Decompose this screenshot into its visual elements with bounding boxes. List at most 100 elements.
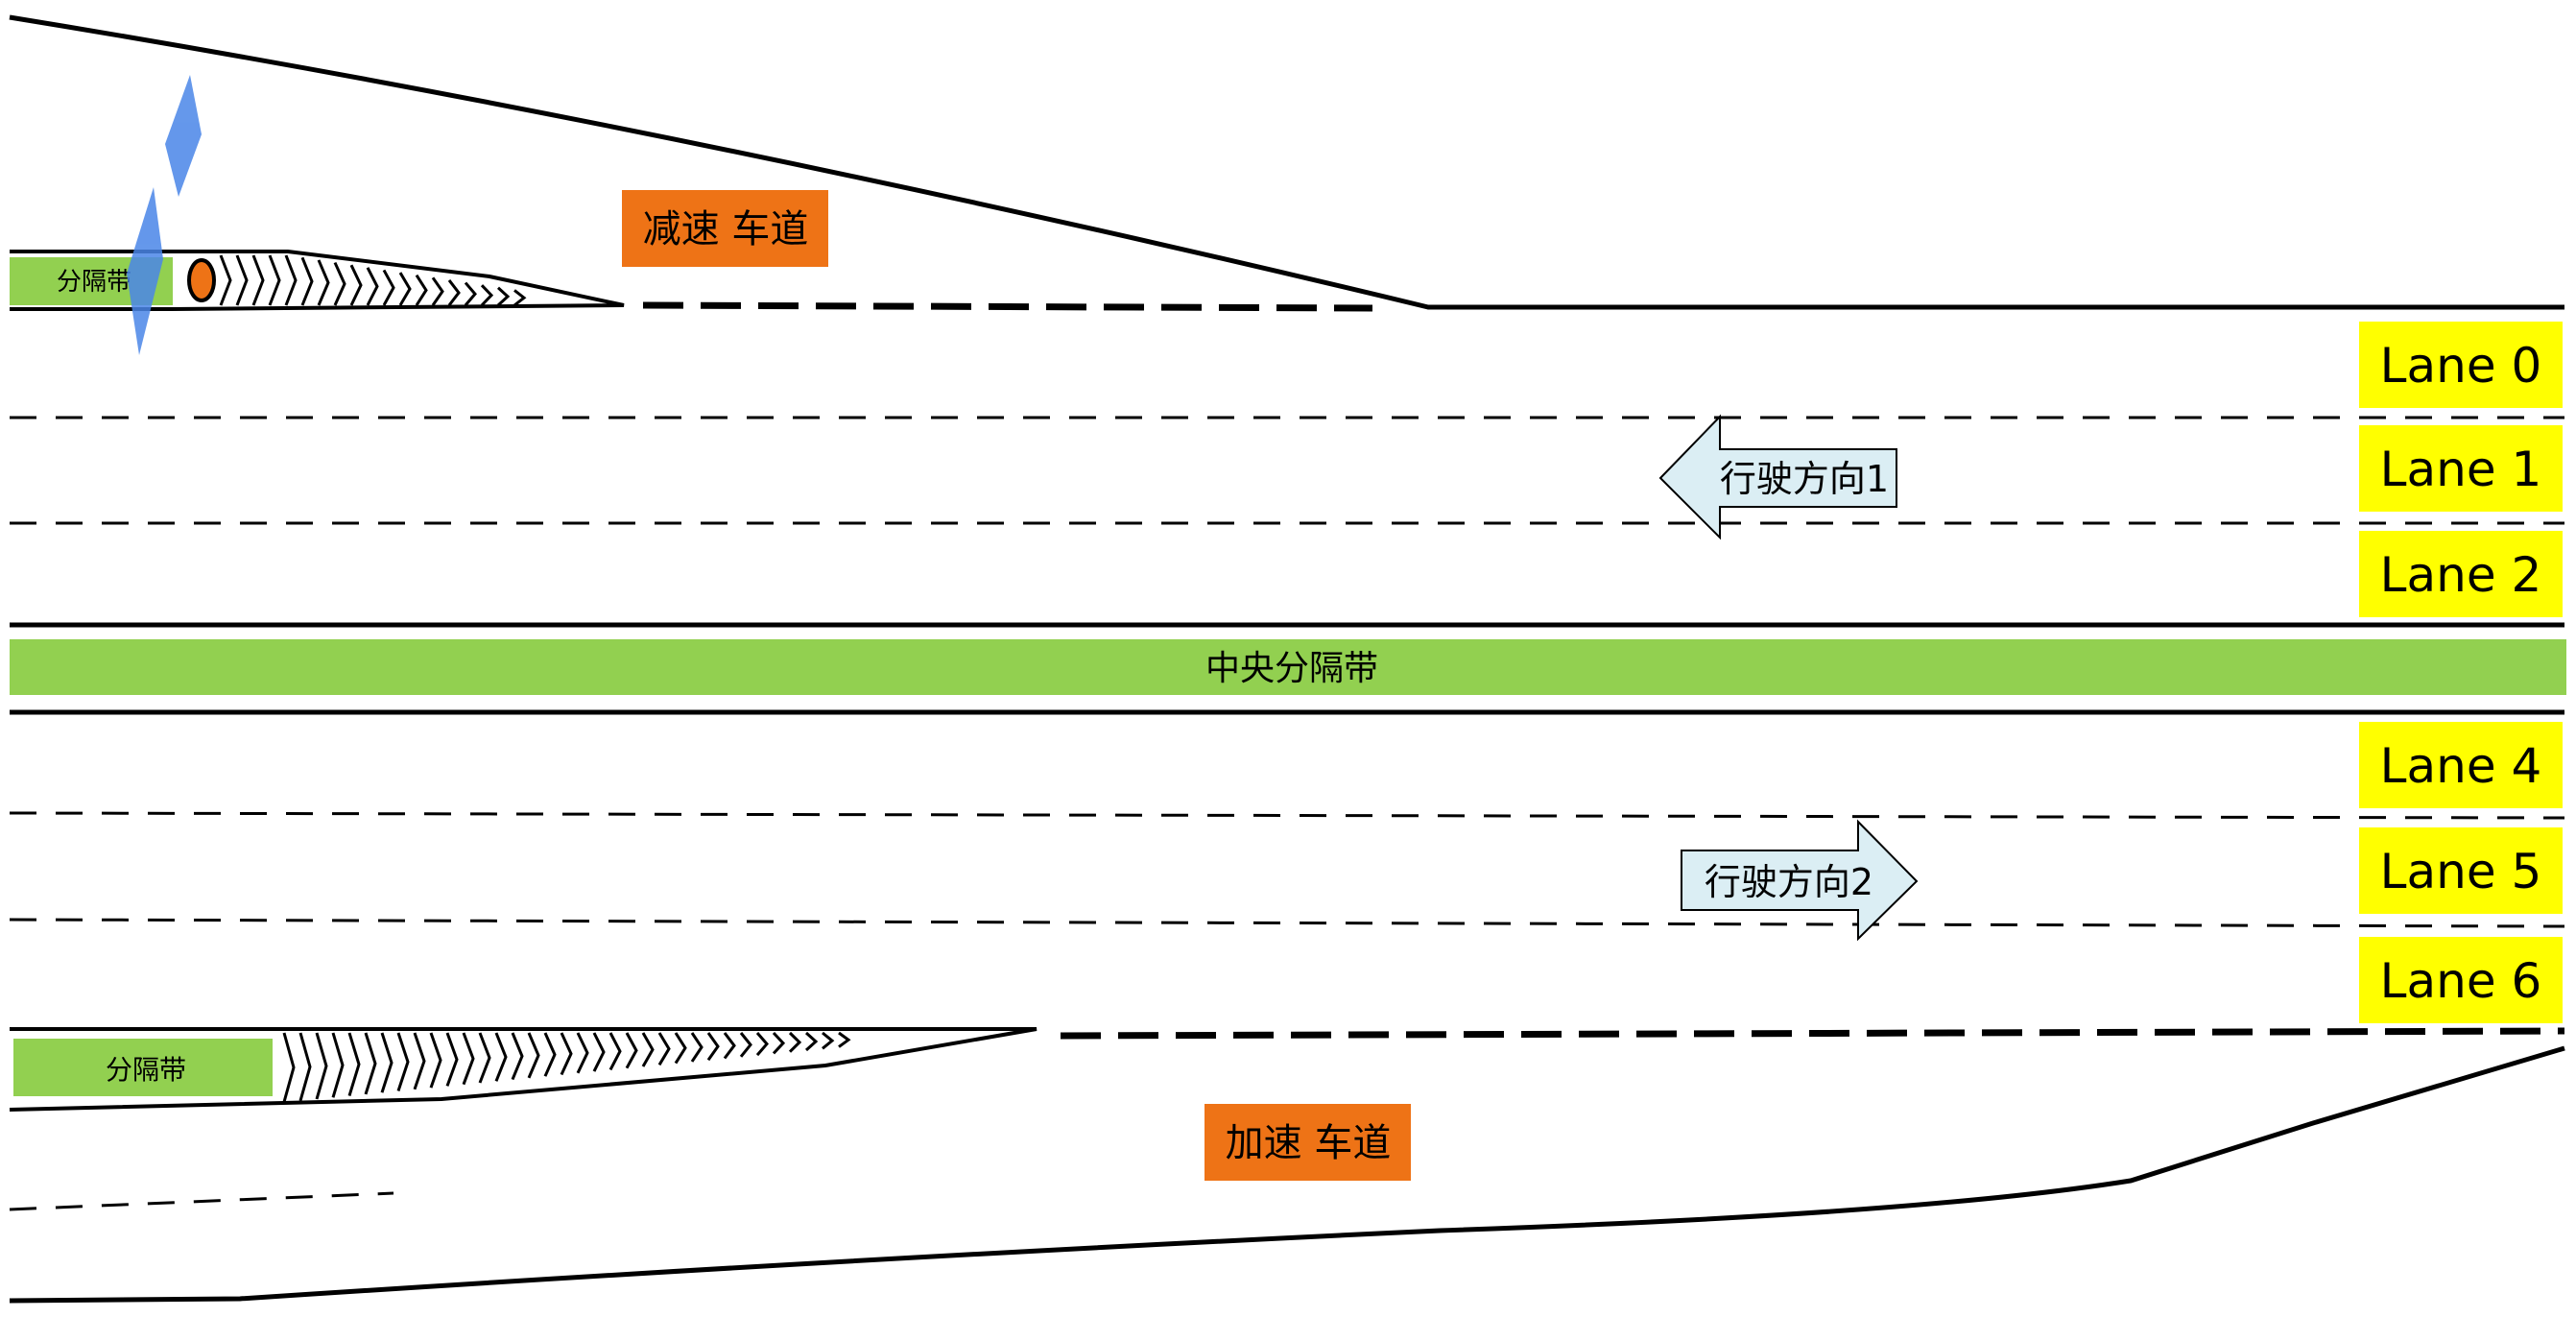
lane-tag-5: Lane 5 <box>2359 827 2563 914</box>
chevron-mark <box>251 254 265 306</box>
lane-tag-2: Lane 2 <box>2359 531 2563 617</box>
chevron-mark <box>315 1032 328 1100</box>
chevron-mark <box>511 1032 524 1081</box>
chevron-mark <box>494 1032 508 1082</box>
lane-tag-2-text: Lane 2 <box>2380 547 2542 603</box>
decel-lane-tag-text: 减速 车道 <box>643 207 809 251</box>
chevron-mark <box>772 1031 786 1055</box>
decel-ramp-outer-edge <box>9 14 2564 310</box>
chevron-mark <box>739 1032 752 1058</box>
chevron-mark <box>641 1032 655 1067</box>
chevron-mark <box>333 261 346 306</box>
chevron-mark <box>347 1032 361 1097</box>
chevron-mark <box>657 1032 671 1066</box>
chevron-mark <box>560 1032 573 1076</box>
chevron-mark <box>349 264 363 306</box>
accel-lane-dashed-edge <box>1060 1027 2565 1040</box>
chevron-mark <box>282 1032 296 1103</box>
accel-ramp-outer-edge <box>9 1045 2565 1304</box>
chevron-mark <box>268 254 281 306</box>
chevron-mark <box>478 1032 491 1084</box>
chevron-mark <box>300 256 314 306</box>
lane-tag-6-bg <box>2359 937 2563 1023</box>
upper-gore-chevrons <box>219 254 527 307</box>
direction-2-arrow <box>1681 819 1919 942</box>
decel-lane-tag <box>622 190 828 267</box>
lane-tag-0-text: Lane 0 <box>2380 338 2542 394</box>
lane-tag-4: Lane 4 <box>2359 722 2563 808</box>
chevron-mark <box>413 1032 426 1090</box>
lane-tag-5-text: Lane 5 <box>2380 844 2542 899</box>
lane-tag-0-bg <box>2359 322 2563 408</box>
chevron-mark <box>415 274 428 306</box>
lower-separator-label: 分隔带 <box>106 1054 186 1086</box>
chevron-mark <box>674 1032 687 1065</box>
lower-gore-outline <box>9 1027 1038 1112</box>
ramp-inner-dashed-line <box>9 1191 394 1211</box>
lane-tag-1-bg <box>2359 425 2563 512</box>
chevron-mark <box>464 281 477 306</box>
lane-divider-5-6 <box>9 918 2565 928</box>
chevron-mark <box>431 276 444 306</box>
lane-divider-4-5 <box>9 811 2565 820</box>
chevron-mark <box>284 254 298 306</box>
chevron-mark <box>364 1032 377 1095</box>
lane-tag-1: Lane 1 <box>2359 425 2563 512</box>
decel-lane-dashed-edge <box>642 301 1373 312</box>
chevron-mark <box>429 1032 442 1089</box>
chevron-mark <box>755 1032 769 1057</box>
chevron-mark <box>822 1031 835 1050</box>
chevron-mark <box>625 1032 638 1069</box>
chevron-mark <box>608 1032 622 1071</box>
chevron-mark <box>445 1032 459 1087</box>
lane-tag-0: Lane 0 <box>2359 322 2563 408</box>
accel-lane-tag-text: 加速 车道 <box>1226 1121 1392 1165</box>
central-median-label: 中央分隔带 <box>1205 649 1378 688</box>
lane-tag-6: Lane 6 <box>2359 937 2563 1023</box>
central-median <box>10 639 2566 695</box>
chevron-mark <box>317 259 330 306</box>
chevron-mark <box>527 1032 540 1079</box>
lane-tag-2-bg <box>2359 531 2563 617</box>
lane-tag-6-text: Lane 6 <box>2380 953 2542 1009</box>
chevron-mark <box>804 1031 819 1052</box>
chevron-mark <box>219 254 232 306</box>
chevron-mark <box>838 1031 851 1048</box>
upper-gore-outline <box>172 250 625 311</box>
lane-tag-1-text: Lane 1 <box>2380 442 2542 497</box>
lower-separator-green <box>13 1039 273 1096</box>
chevron-mark <box>513 289 527 307</box>
chevron-mark <box>543 1032 557 1077</box>
lower-gore-chevrons <box>282 1031 851 1103</box>
chevron-mark <box>706 1032 720 1062</box>
lane-tag-5-bg <box>2359 827 2563 914</box>
chevron-mark <box>298 1032 312 1102</box>
chevron-mark <box>380 1032 394 1093</box>
chevron-mark <box>480 284 494 307</box>
chevron-mark <box>690 1032 704 1063</box>
chevron-mark <box>462 1032 475 1086</box>
chevron-mark <box>235 254 249 306</box>
chevron-mark <box>366 267 379 306</box>
chevron-mark <box>576 1032 589 1074</box>
blue-blob-marker <box>127 75 202 355</box>
chevron-mark <box>382 269 395 306</box>
chevron-mark <box>788 1031 802 1053</box>
chevron-mark <box>447 279 461 306</box>
lane-tag-4-text: Lane 4 <box>2380 738 2542 794</box>
lane-tag-4-bg <box>2359 722 2563 808</box>
chevron-mark <box>496 286 511 307</box>
chevron-mark <box>592 1032 606 1072</box>
vehicle-marker <box>187 258 216 302</box>
direction-1-arrow <box>1658 414 1897 540</box>
direction-1-label: 行驶方向1 <box>1720 458 1889 500</box>
chevron-mark <box>396 1032 410 1091</box>
upper-separator-label: 分隔带 <box>57 268 131 297</box>
chevron-mark <box>723 1032 736 1060</box>
chevron-mark <box>331 1032 345 1098</box>
direction-2-label: 行驶方向2 <box>1705 861 1873 903</box>
accel-lane-tag <box>1205 1104 1411 1181</box>
chevron-mark <box>398 272 412 306</box>
